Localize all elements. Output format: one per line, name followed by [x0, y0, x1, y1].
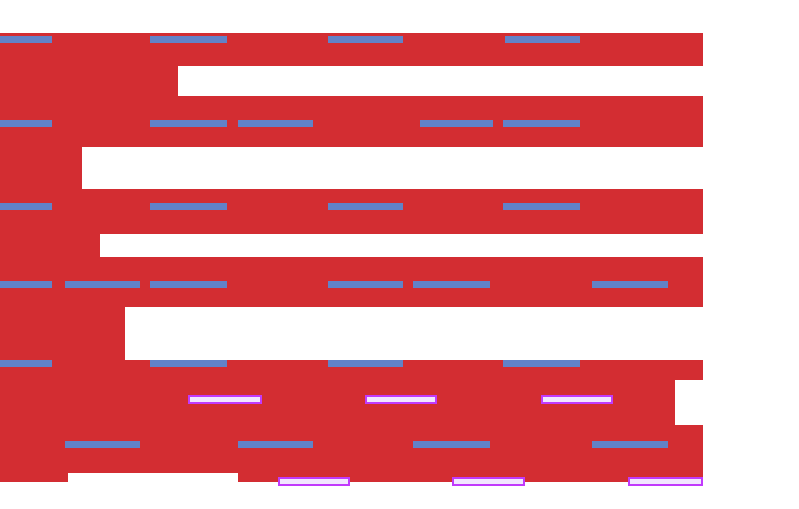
token-bar[interactable] [65, 441, 140, 448]
cutout-line-gap-1 [178, 66, 799, 96]
token-bar[interactable] [150, 36, 227, 43]
cutout-line-gap-5 [68, 473, 238, 509]
token-bar[interactable] [413, 281, 490, 288]
highlight-bar[interactable] [628, 477, 703, 486]
token-bar[interactable] [0, 120, 52, 127]
token-bar[interactable] [150, 203, 227, 210]
token-bar[interactable] [592, 441, 668, 448]
token-bar[interactable] [0, 36, 52, 43]
token-bar[interactable] [592, 281, 668, 288]
token-bar[interactable] [420, 120, 493, 127]
token-bar[interactable] [238, 441, 313, 448]
token-bar[interactable] [65, 281, 140, 288]
cutout-line-gap-4 [125, 307, 799, 360]
cutout-line-gap-2 [82, 147, 799, 189]
token-bar[interactable] [503, 203, 580, 210]
token-bar[interactable] [0, 360, 52, 367]
token-bar[interactable] [505, 36, 580, 43]
token-bar[interactable] [0, 203, 52, 210]
token-bar[interactable] [150, 120, 227, 127]
token-bar[interactable] [503, 360, 580, 367]
highlight-bar[interactable] [278, 477, 350, 486]
cutout-right-notch [675, 380, 799, 425]
highlight-bar[interactable] [188, 395, 262, 404]
token-bar[interactable] [0, 281, 52, 288]
cutout-line-gap-3 [100, 234, 799, 257]
redaction-body [0, 33, 703, 482]
token-bar[interactable] [328, 36, 403, 43]
token-bar[interactable] [503, 120, 580, 127]
token-bar[interactable] [328, 203, 403, 210]
token-bar[interactable] [150, 281, 227, 288]
highlight-bar[interactable] [541, 395, 613, 404]
token-bar[interactable] [150, 360, 227, 367]
token-bar[interactable] [328, 360, 403, 367]
highlight-bar[interactable] [365, 395, 437, 404]
token-bar[interactable] [238, 120, 313, 127]
highlight-bar[interactable] [452, 477, 525, 486]
token-bar[interactable] [413, 441, 490, 448]
token-bar[interactable] [328, 281, 403, 288]
